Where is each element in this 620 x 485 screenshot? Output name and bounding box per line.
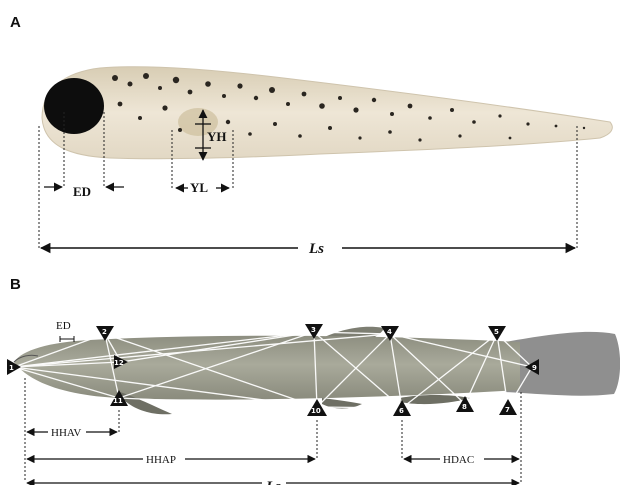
svg-text:7: 7 [505, 406, 510, 414]
yh-label: YH [207, 129, 227, 144]
svg-text:1: 1 [9, 364, 14, 372]
ed-label-a: ED [73, 184, 91, 199]
svg-text:10: 10 [311, 407, 321, 415]
svg-text:6: 6 [399, 407, 404, 415]
hdac-label: HDAC [443, 454, 474, 466]
hhap-label: HHAP [146, 454, 176, 466]
ls-label-a: Ls [308, 241, 324, 257]
svg-text:3: 3 [311, 326, 316, 334]
svg-text:12: 12 [114, 359, 124, 367]
ed-measure-b [60, 336, 74, 342]
ls-label-b: Ls [265, 479, 281, 485]
svg-text:8: 8 [462, 403, 467, 411]
yl-label: YL [190, 180, 208, 195]
svg-text:2: 2 [102, 328, 107, 336]
svg-text:4: 4 [387, 328, 392, 336]
svg-text:5: 5 [494, 328, 499, 336]
hhav-label: HHAV [51, 427, 81, 439]
larva-eye [44, 78, 104, 134]
ed-label-b: ED [56, 320, 71, 332]
svg-text:9: 9 [532, 364, 537, 372]
larva-photo [42, 67, 612, 159]
caudal-fin [505, 332, 620, 396]
svg-text:11: 11 [113, 397, 123, 405]
